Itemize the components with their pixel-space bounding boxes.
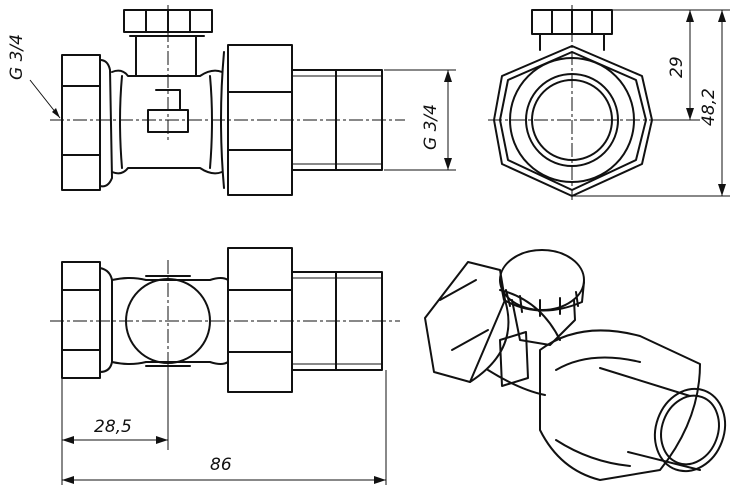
dim-thread-right: G 3/4	[384, 69, 456, 171]
length-partial-label: 28,5	[94, 417, 132, 437]
dim-heights: 29 48,2	[572, 9, 730, 197]
thread-left-label: G 3/4	[7, 34, 27, 80]
dim-lengths: 28,5 86	[62, 417, 386, 484]
front-view	[29, 5, 405, 196]
length-total-label: 86	[210, 455, 232, 475]
thread-right-label: G 3/4	[421, 104, 441, 150]
side-view	[488, 5, 660, 200]
height-total-label: 48,2	[699, 88, 719, 126]
height-inner-label: 29	[667, 56, 687, 78]
top-view	[50, 247, 400, 485]
isometric-view	[424, 249, 727, 481]
